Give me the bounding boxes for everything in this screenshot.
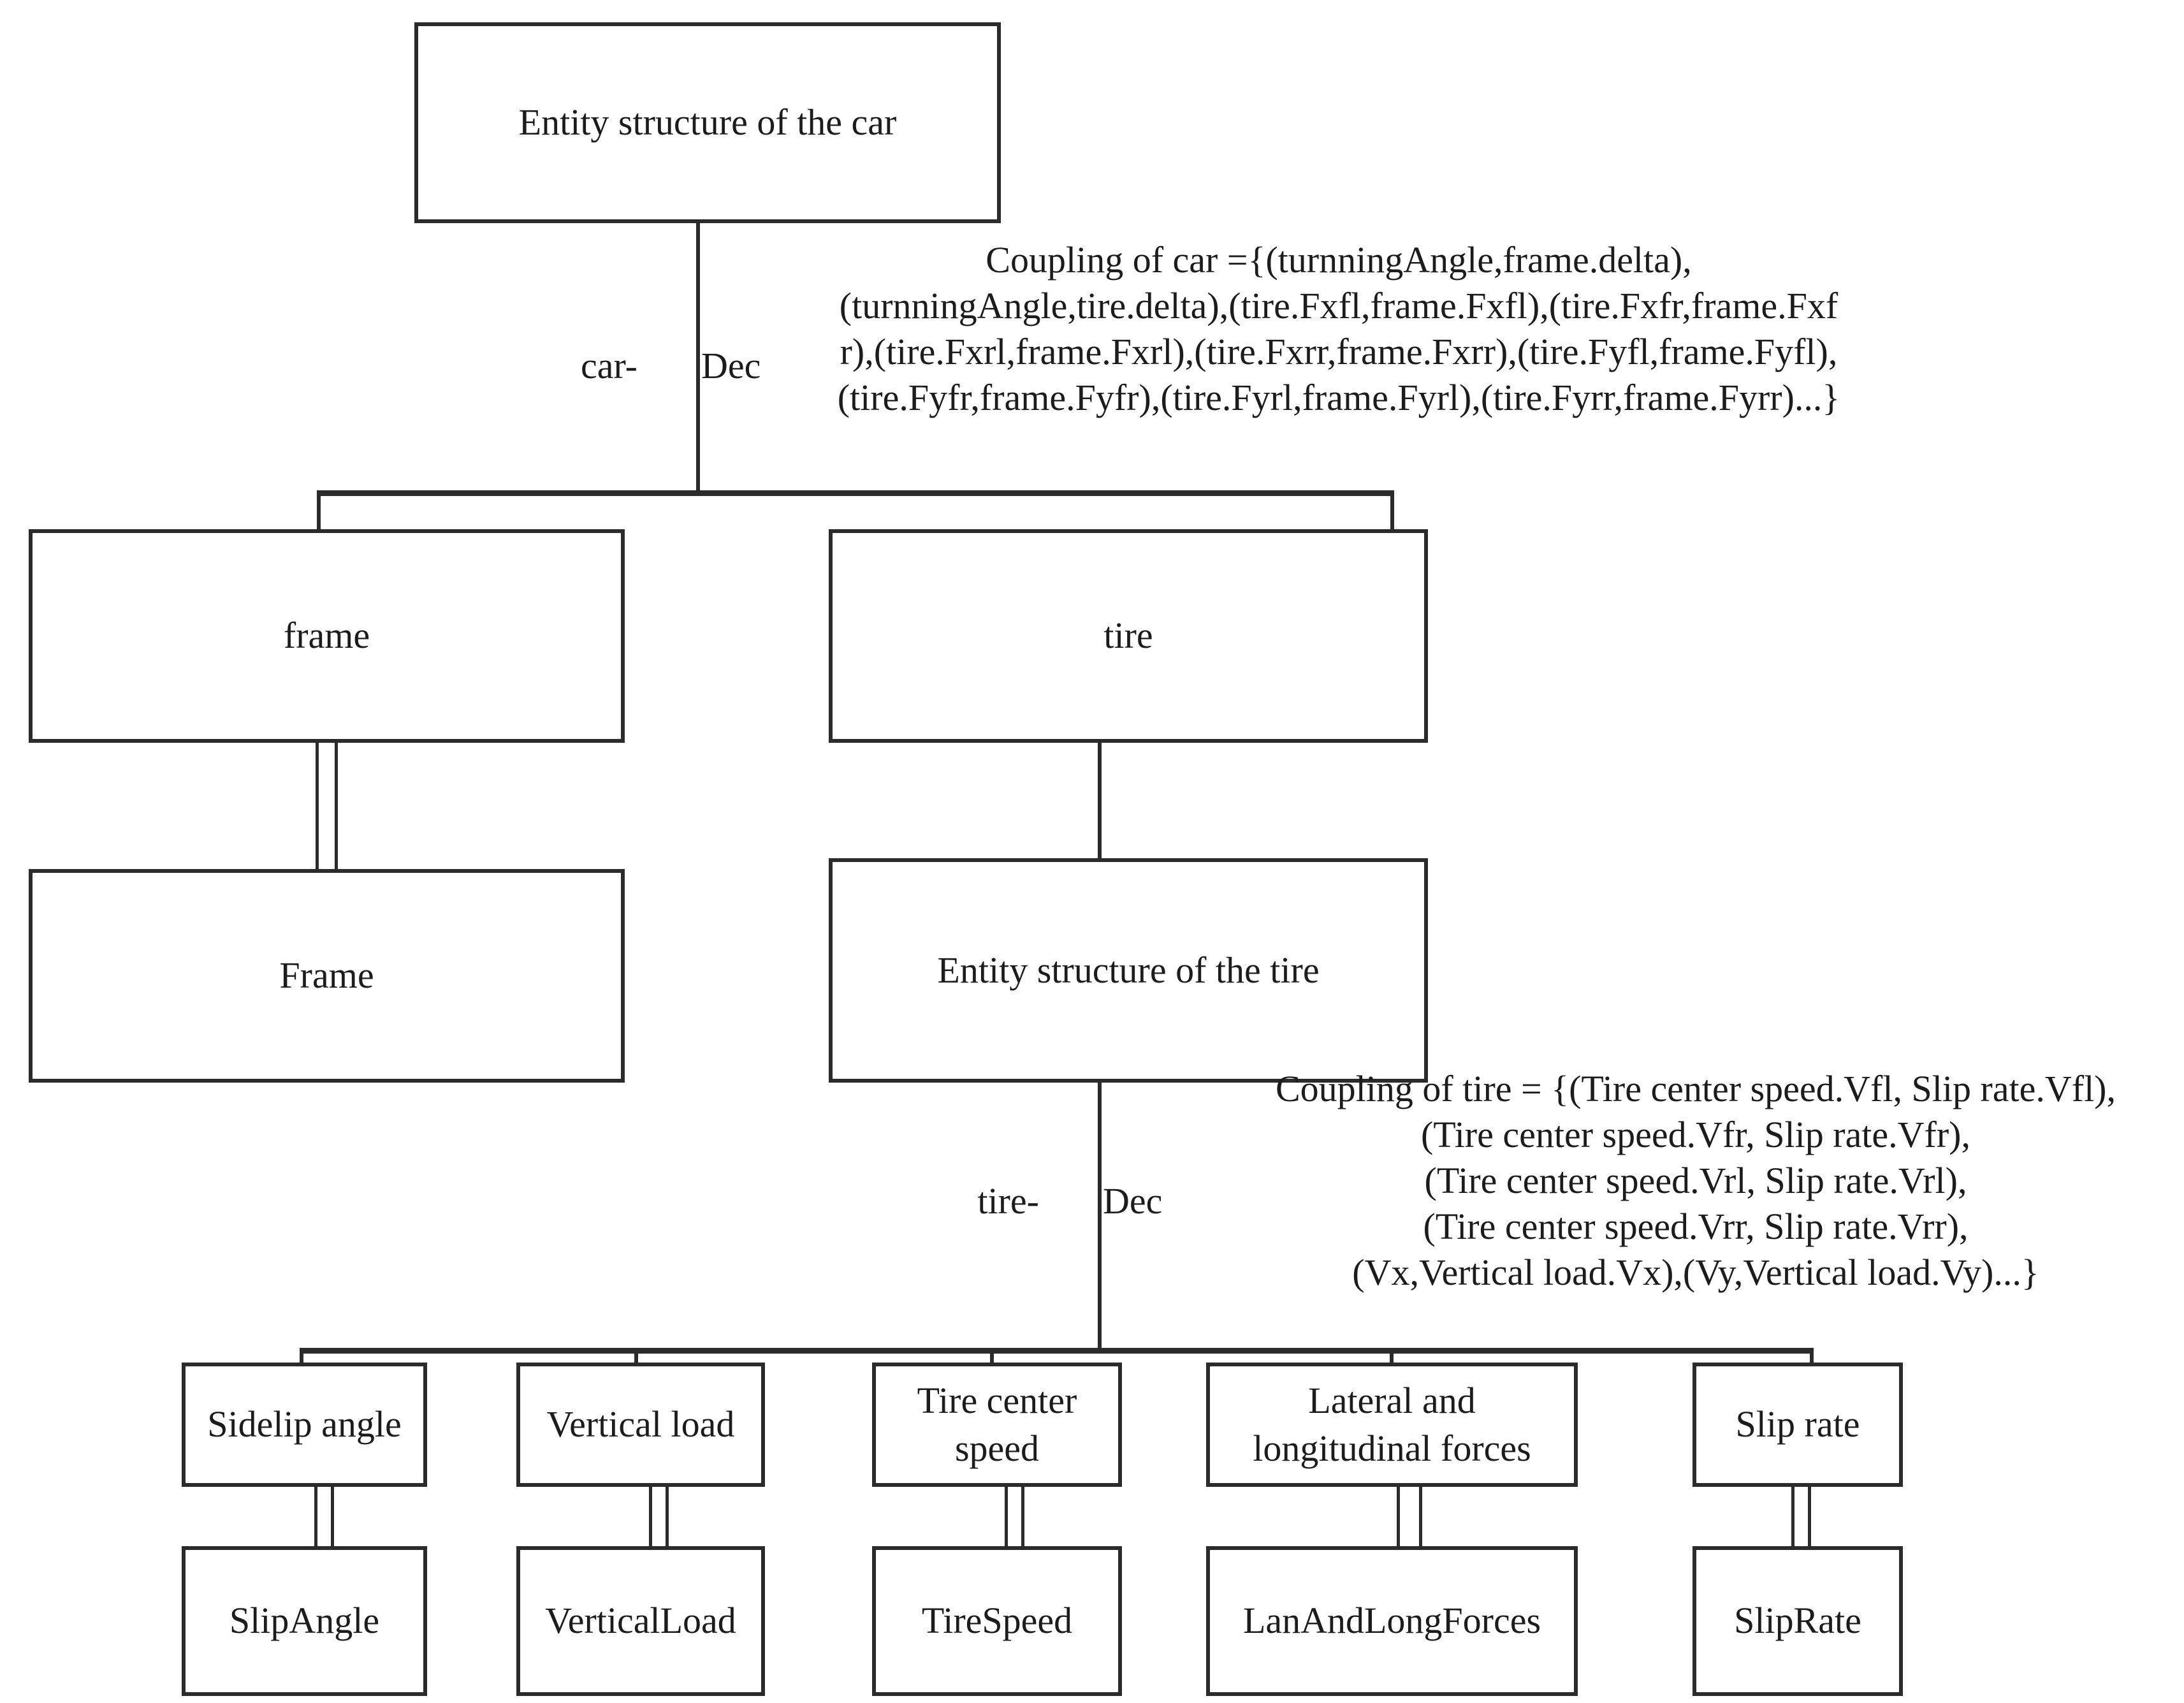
edge-leaf3-impl-a — [1005, 1486, 1008, 1547]
node-label-line2: longitudinal forces — [1253, 1427, 1531, 1469]
edge-label-tire-dec-tail: Dec — [1103, 1180, 1163, 1222]
edge-drop-leaf5 — [1810, 1348, 1814, 1366]
edge-drop-leaf2 — [634, 1348, 638, 1366]
node-label: SlipAngle — [229, 1600, 380, 1642]
node-label: VerticalLoad — [545, 1600, 736, 1642]
edge-leaf2-impl-a — [649, 1486, 652, 1547]
node-entity-structure-of-the-tire[interactable]: Entity structure of the tire — [829, 858, 1428, 1083]
node-label-line1: Lateral and — [1308, 1380, 1476, 1422]
edge-tire-to-tire-structure — [1098, 742, 1102, 859]
edge-tire-structure-stem — [1098, 1081, 1102, 1352]
node-label: Frame — [279, 954, 374, 997]
node-label: Entity structure of the tire — [937, 949, 1320, 991]
edge-leaf4-impl-b — [1419, 1486, 1422, 1547]
node-frame[interactable]: frame — [29, 529, 625, 743]
node-label: Vertical load — [546, 1403, 735, 1445]
node-label: tire — [1103, 615, 1153, 657]
edge-label-car-dec: car- — [581, 345, 637, 386]
node-label: Slip rate — [1735, 1403, 1860, 1445]
node-sidelip-angle[interactable]: Sidelip angle — [182, 1363, 427, 1487]
node-label-line2: speed — [954, 1427, 1040, 1469]
edge-drop-tire — [1390, 490, 1394, 532]
edge-leaf5-impl-b — [1808, 1486, 1811, 1547]
edge-drop-leaf3 — [990, 1348, 994, 1366]
edge-drop-leaf1 — [300, 1348, 303, 1366]
node-lanandlongforces-impl[interactable]: LanAndLongForces — [1206, 1546, 1578, 1696]
node-label: frame — [283, 615, 370, 657]
node-tirespeed-impl[interactable]: TireSpeed — [872, 1546, 1122, 1696]
edge-leaf5-impl-a — [1791, 1486, 1795, 1547]
node-label-line1: Tire center — [917, 1380, 1077, 1422]
edge-leaf1-impl-b — [331, 1486, 334, 1547]
node-sliprate-impl[interactable]: SlipRate — [1693, 1546, 1903, 1696]
node-label: TireSpeed — [921, 1600, 1073, 1642]
node-slipangle-impl[interactable]: SlipAngle — [182, 1546, 427, 1696]
edge-car-bus — [317, 490, 1394, 496]
edge-leaf3-impl-b — [1021, 1486, 1024, 1547]
edge-frame-to-frame-impl-b — [335, 742, 338, 870]
node-entity-structure-of-the-car[interactable]: Entity structure of the car — [414, 22, 1001, 223]
node-verticalload-impl[interactable]: VerticalLoad — [516, 1546, 765, 1696]
node-tire[interactable]: tire — [829, 529, 1428, 743]
node-label: Entity structure of the car — [518, 101, 897, 143]
node-slip-rate[interactable]: Slip rate — [1693, 1363, 1903, 1487]
edge-leaf1-impl-a — [314, 1486, 317, 1547]
edge-drop-frame — [317, 490, 321, 532]
node-tire-center-speed[interactable]: Tire center speed — [872, 1363, 1122, 1487]
node-label: LanAndLongForces — [1242, 1600, 1541, 1642]
edge-car-root-stem — [696, 223, 700, 494]
annotation-coupling-of-car: Coupling of car ={(turnningAngle,frame.d… — [837, 239, 1840, 418]
edge-leaf4-impl-a — [1397, 1486, 1400, 1547]
node-label: SlipRate — [1734, 1600, 1861, 1642]
edge-leaf2-impl-b — [666, 1486, 669, 1547]
edge-drop-leaf4 — [1390, 1348, 1394, 1366]
edge-tire-leaf-bus — [300, 1348, 1814, 1354]
node-label: Sidelip angle — [207, 1403, 402, 1445]
node-lateral-and-longitudinal-forces[interactable]: Lateral and longitudinal forces — [1206, 1363, 1578, 1487]
edge-label-tire-dec: tire- — [977, 1180, 1039, 1222]
annotation-coupling-of-tire: Coupling of tire = {(Tire center speed.V… — [1276, 1068, 2116, 1293]
edge-label-car-dec-tail: Dec — [701, 345, 761, 386]
node-frame-impl[interactable]: Frame — [29, 869, 625, 1083]
node-vertical-load[interactable]: Vertical load — [516, 1363, 765, 1487]
edge-frame-to-frame-impl-a — [316, 742, 319, 870]
